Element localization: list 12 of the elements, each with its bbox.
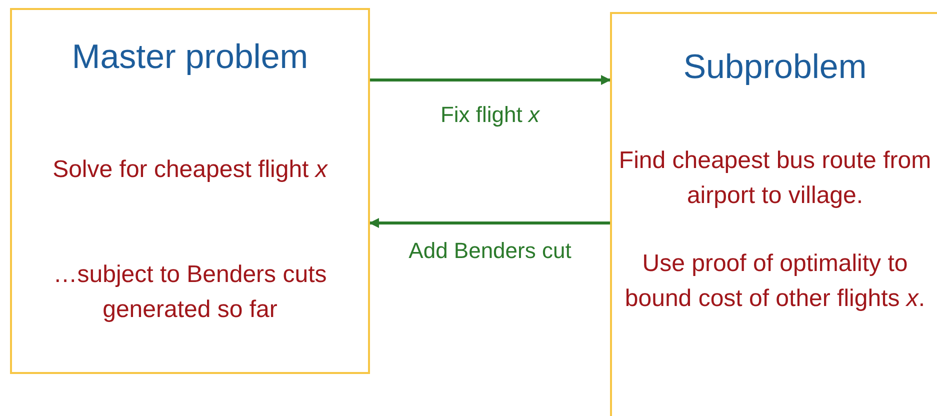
- box-text: Solve for cheapest flight x: [52, 155, 329, 185]
- box-text: Use proof of optimality to bound cost of other flights x.: [624, 249, 926, 314]
- problem-box: [10, 8, 370, 374]
- box-text: …subject to Benders cuts generated so far: [52, 260, 328, 325]
- edge-label: Fix flight x: [439, 101, 541, 129]
- arrow: [369, 218, 610, 228]
- edge-label: Add Benders cut: [408, 237, 572, 265]
- problem-box: [610, 12, 937, 416]
- arrow: [370, 75, 611, 85]
- box-text: Find cheapest bus route from airport to village.: [618, 146, 932, 211]
- box-title: Master problem: [70, 37, 310, 78]
- box-title: Subproblem: [682, 47, 868, 88]
